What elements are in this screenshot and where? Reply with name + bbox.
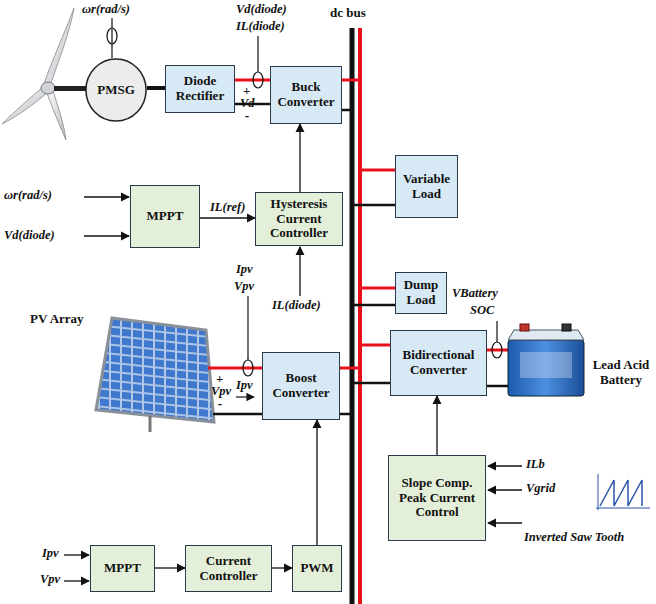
connector [155, 567, 185, 568]
signal-label: Ipv [42, 546, 59, 560]
node-text: Buck Converter [275, 80, 337, 110]
pwm-box: PWM [292, 545, 342, 592]
connector [272, 567, 292, 568]
signal-label: - [218, 397, 222, 411]
connector [316, 420, 317, 545]
converter-box: Boost Converter [262, 352, 340, 420]
signal-label: ILb [526, 457, 545, 471]
signal-label: - [245, 109, 249, 123]
signal-label: Ipv [236, 378, 253, 392]
converter-box: Buck Converter [270, 66, 342, 124]
connector [200, 217, 255, 218]
sawtooth-icon [596, 474, 650, 510]
signal-label: PV Array [30, 312, 84, 327]
rectifier-box: Diode Rectifier [165, 65, 235, 113]
node-text: MPPT [147, 209, 184, 224]
load-box: Variable Load [395, 155, 458, 218]
signal-label: ωr(rad/s) [82, 2, 130, 16]
signal-label: Vpv [234, 279, 254, 293]
node-text: Current Controller [190, 554, 267, 584]
edge-label: IL(ref) [208, 200, 247, 215]
signal-label: Inverted Saw Tooth [524, 530, 624, 544]
controller-box: Hysteresis Current Controller [255, 192, 343, 246]
signal-label: IL(diode) [272, 298, 321, 312]
lead-acid-battery [508, 324, 584, 396]
signal-label: Vd [240, 96, 255, 110]
connector [299, 124, 300, 192]
mppt-box: MPPT [130, 185, 200, 248]
converter-box: Bidirectional Converter [390, 330, 487, 396]
node-text: PWM [300, 561, 333, 576]
signal-label: SOC [470, 303, 494, 317]
node-text: MPPT [104, 561, 141, 576]
wind-turbine [2, 8, 86, 140]
node-text: Slope Comp. Peak Current Control [393, 476, 481, 521]
node-text: PMSG [97, 83, 135, 98]
node-text: Variable Load [400, 172, 453, 202]
connector [147, 86, 165, 90]
node-text: Boost Converter [267, 371, 335, 401]
connector [436, 396, 437, 455]
controller-box: Current Controller [185, 545, 272, 592]
node-text: Diode Rectifier [170, 74, 230, 104]
mppt-box: MPPT [90, 545, 155, 592]
pv-panel [96, 318, 214, 432]
pmsg-circle: PMSG [85, 58, 147, 122]
signal-label: Vgrid [526, 481, 555, 495]
node-text: Hysteresis Current Controller [260, 197, 338, 242]
signal-label: Vd(diode) [4, 228, 55, 242]
node-text: Dump Load [400, 278, 442, 308]
signal-label: Vpv [211, 384, 231, 398]
signal-label: Vpv [40, 572, 60, 586]
node-text: Bidirectional Converter [395, 348, 482, 378]
signal-label: Lead Acid Battery [590, 358, 652, 388]
signal-label: Ipv [236, 262, 253, 276]
signal-label: Vd(diode) [236, 2, 287, 16]
bus-label: dc bus [330, 6, 366, 21]
signal-label: ωr(rad/s) [4, 188, 52, 202]
controller-box: Slope Comp. Peak Current Control [388, 455, 486, 541]
signal-label: VBattery [452, 286, 498, 300]
signal-label: IL(diode) [236, 19, 285, 33]
load-box: Dump Load [395, 272, 447, 314]
